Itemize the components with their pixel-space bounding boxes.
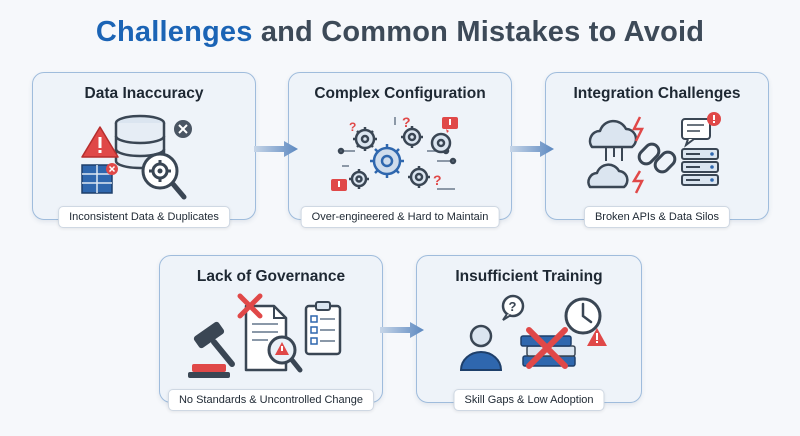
cloud-icon: [587, 119, 638, 189]
card-title: Insufficient Training: [455, 268, 603, 285]
arrow-right-icon: [254, 141, 298, 157]
title-rest: and Common Mistakes to Avoid: [252, 16, 705, 48]
page-title: Challenges and Common Mistakes to Avoid: [0, 16, 800, 49]
card-caption: Broken APIs & Data Silos: [583, 206, 731, 228]
card-caption: No Standards & Uncontrolled Change: [167, 389, 375, 411]
close-icon: [174, 120, 192, 138]
magnifier-gear-icon: [141, 152, 187, 200]
card-caption: Inconsistent Data & Duplicates: [58, 206, 230, 228]
card-caption: Skill Gaps & Low Adoption: [453, 389, 605, 411]
card-title: Data Inaccuracy: [84, 85, 204, 102]
server-icon: [681, 148, 719, 186]
clock-icon: [564, 297, 607, 346]
data-inaccuracy-illustration: [81, 114, 192, 200]
lightning-icon: [631, 170, 645, 194]
chat-bubble-icon: [681, 112, 721, 148]
arrow-right-icon: [380, 322, 424, 338]
magnifier-warning-icon: [267, 335, 303, 373]
gavel-icon: [188, 321, 235, 378]
warning-icon: [81, 126, 119, 158]
card-integration-challenges: Integration Challenges: [545, 72, 769, 228]
card-title: Integration Challenges: [573, 85, 741, 102]
complex-configuration-illustration: ? ? ?: [331, 114, 458, 191]
integration-challenges-illustration: [587, 112, 721, 194]
card-complex-configuration: Complex Configuration: [288, 72, 512, 228]
card-title: Complex Configuration: [314, 85, 486, 102]
svg-text:?: ?: [509, 299, 517, 314]
arrow-right-icon: [510, 141, 554, 157]
card-lack-of-governance: Lack of Governance No Stan: [159, 255, 383, 411]
clipboard-icon: [304, 301, 342, 356]
insufficient-training-illustration: ?: [459, 294, 607, 371]
svg-text:?: ?: [349, 120, 356, 134]
card-title: Lack of Governance: [196, 268, 346, 285]
card-data-inaccuracy: Data Inaccuracy: [32, 72, 256, 228]
broken-link-icon: [637, 142, 677, 174]
card-caption: Over-engineered & Hard to Maintain: [300, 206, 500, 228]
title-highlight: Challenges: [95, 16, 253, 48]
card-insufficient-training: Insufficient Training ? Skill Gaps & Low…: [416, 255, 642, 411]
svg-text:?: ?: [433, 172, 442, 188]
lack-of-governance-illustration: [188, 293, 342, 378]
lightning-icon: [631, 116, 645, 142]
books-icon: [520, 327, 576, 369]
table-icon: [81, 163, 118, 194]
person-question-icon: ?: [459, 294, 525, 371]
svg-text:?: ?: [402, 114, 411, 130]
gears-icon: [337, 117, 457, 190]
